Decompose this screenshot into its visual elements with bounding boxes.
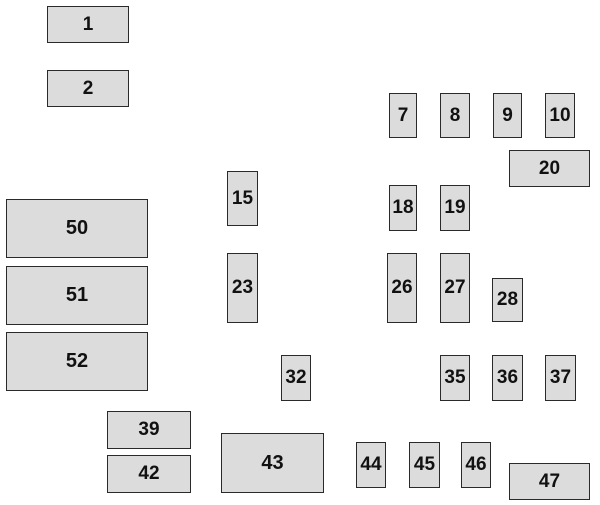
fuse-36: 36	[492, 355, 523, 401]
fuse-35: 35	[440, 355, 470, 401]
fuse-28: 28	[492, 278, 523, 322]
fuse-2: 2	[47, 70, 129, 107]
fuse-1: 1	[47, 6, 129, 43]
fuse-47: 47	[509, 463, 590, 500]
fuse-18: 18	[389, 185, 417, 231]
fuse-37: 37	[545, 355, 576, 401]
fuse-19: 19	[440, 185, 470, 231]
fuse-46: 46	[461, 442, 491, 488]
fuse-43: 43	[221, 433, 324, 493]
fuse-26: 26	[387, 253, 417, 323]
fuse-23: 23	[227, 253, 258, 323]
fuse-27: 27	[440, 253, 470, 323]
fuse-50: 50	[6, 199, 148, 258]
fuse-42: 42	[107, 455, 191, 493]
fuse-15: 15	[227, 171, 258, 226]
fuse-7: 7	[389, 93, 417, 138]
fuse-52: 52	[6, 332, 148, 391]
fuse-20: 20	[509, 150, 590, 187]
fuse-32: 32	[281, 355, 311, 401]
fuse-51: 51	[6, 266, 148, 325]
fuse-9: 9	[493, 93, 522, 138]
fuse-44: 44	[356, 442, 386, 488]
fuse-10: 10	[545, 93, 575, 138]
fuse-8: 8	[440, 93, 470, 138]
fuse-39: 39	[107, 411, 191, 449]
fuse-45: 45	[409, 442, 440, 488]
